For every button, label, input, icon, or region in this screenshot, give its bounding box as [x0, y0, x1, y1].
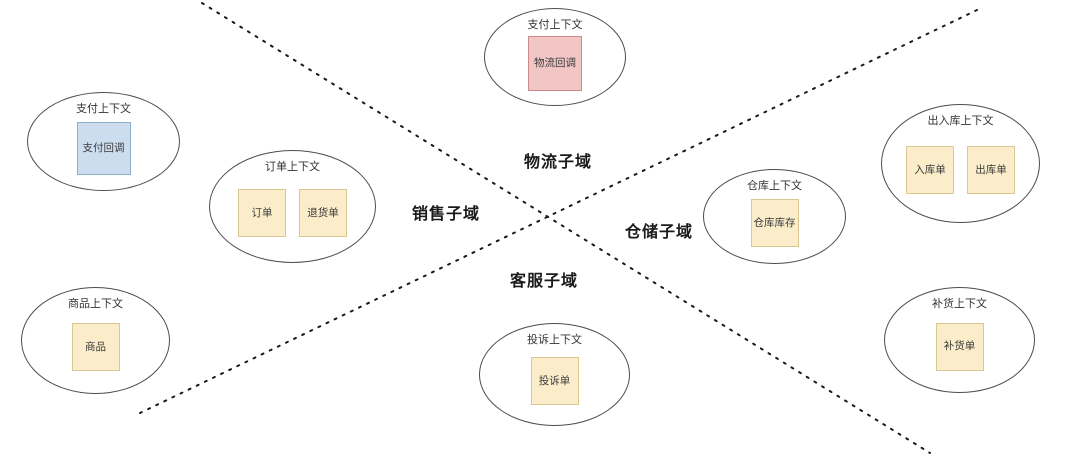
box-label: 出库单 — [975, 163, 1007, 176]
box-label: 物流回调 — [534, 57, 576, 70]
box-label: 入库单 — [914, 163, 946, 176]
box-label: 支付回调 — [82, 141, 125, 154]
context-entities: 支付回调 — [28, 116, 179, 190]
label-warehouse-subdomain: 仓储子域 — [624, 224, 694, 241]
box-label: 补货单 — [943, 340, 976, 353]
order-context: 订单上下文 订单 退货单 — [209, 150, 376, 263]
context-label: 出入库上下文 — [927, 115, 994, 127]
box-label: 商品 — [85, 340, 106, 353]
box-complaint-order: 投诉单 — [530, 357, 579, 405]
box-warehouse-inventory: 仓库库存 — [750, 199, 799, 247]
box-product: 商品 — [71, 323, 120, 371]
box-inbound-order: 入库单 — [906, 146, 954, 194]
context-entities: 补货单 — [885, 311, 1034, 392]
complaint-context: 投诉上下文 投诉单 — [479, 323, 630, 426]
box-replenishment-order: 补货单 — [935, 322, 984, 371]
warehouse-context: 仓库上下文 仓库库存 — [703, 169, 846, 264]
label-logistics-subdomain: 物流子域 — [523, 154, 593, 171]
context-entities: 投诉单 — [480, 347, 629, 425]
replenishment-context: 补货上下文 补货单 — [884, 287, 1035, 393]
context-entities: 物流回调 — [485, 32, 625, 105]
context-entities: 订单 退货单 — [210, 174, 375, 262]
box-label: 订单 — [251, 206, 273, 219]
inout-warehouse-context: 出入库上下文 入库单 出库单 — [881, 104, 1040, 223]
context-label: 投诉上下文 — [527, 334, 582, 346]
context-label: 补货上下文 — [932, 298, 987, 310]
label-customer-service-subdomain: 客服子域 — [509, 273, 579, 290]
context-label: 商品上下文 — [68, 298, 123, 310]
context-label: 支付上下文 — [527, 19, 583, 31]
context-entities: 入库单 出库单 — [882, 128, 1039, 222]
box-label: 退货单 — [307, 206, 339, 219]
context-entities: 仓库库存 — [704, 193, 845, 263]
context-label: 订单上下文 — [265, 161, 320, 173]
box-label: 仓库库存 — [753, 216, 796, 229]
box-logistics-callback: 物流回调 — [528, 36, 582, 91]
box-label: 投诉单 — [538, 374, 571, 387]
box-payment-callback: 支付回调 — [76, 121, 131, 175]
payment-context-top: 支付上下文 物流回调 — [484, 8, 626, 106]
box-order: 订单 — [238, 189, 286, 237]
box-outbound-order: 出库单 — [967, 146, 1015, 194]
context-label: 支付上下文 — [76, 103, 131, 115]
payment-context-left: 支付上下文 支付回调 — [27, 92, 180, 191]
label-sales-subdomain: 销售子域 — [411, 206, 481, 223]
product-context: 商品上下文 商品 — [21, 287, 170, 394]
context-label: 仓库上下文 — [747, 180, 802, 192]
box-return-order: 退货单 — [299, 189, 347, 237]
context-entities: 商品 — [22, 311, 169, 393]
